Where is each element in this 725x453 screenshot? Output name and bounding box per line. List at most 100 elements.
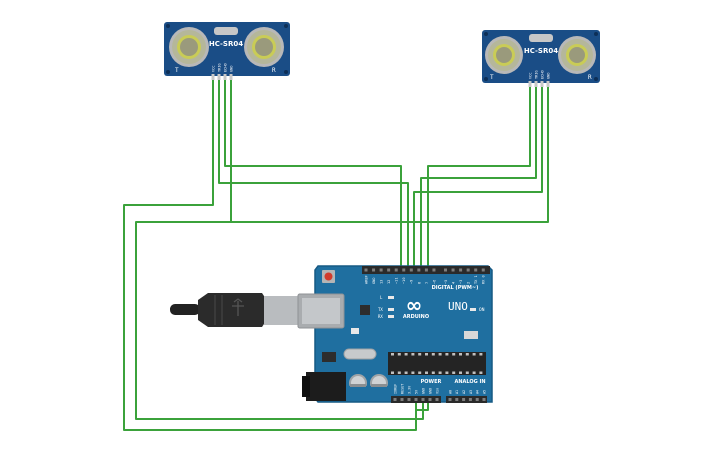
jumper-wire[interactable]: [135, 80, 424, 420]
arduino-uno-board[interactable]: L TX RX ON ∞ UNO ARDUINO DIGITAL (PWM~) …: [297, 265, 493, 403]
arduino-model-label: UNO: [448, 300, 468, 313]
power-pin[interactable]: [400, 398, 404, 401]
jumper-wire[interactable]: [416, 401, 429, 411]
chip-pin: [425, 353, 428, 356]
power-pin[interactable]: [407, 398, 411, 401]
analog-header: [446, 396, 487, 403]
power-pin[interactable]: [414, 398, 418, 401]
led-rx: [388, 315, 394, 318]
analog-header-label: ANALOG IN: [454, 379, 485, 385]
chip-pin: [465, 371, 469, 374]
sensor-left-pin[interactable]: [229, 74, 233, 80]
voltage-regulator: [322, 352, 336, 362]
power-pin[interactable]: [428, 398, 432, 401]
digital-pin-label: 7: [425, 282, 429, 284]
jumper-wire[interactable]: [224, 80, 402, 270]
chip-pin: [459, 353, 462, 356]
analog-pin[interactable]: [475, 398, 479, 401]
digital-pin-label: ~9: [410, 280, 414, 284]
digital-pin[interactable]: [402, 268, 406, 272]
digital-pin-label: ~3: [459, 280, 463, 284]
analog-pin-label: A1: [455, 390, 459, 394]
digital-pin-label: GND: [372, 278, 376, 285]
power-pin-label: Vin: [435, 388, 439, 394]
sensor-right-mount-hole: [594, 32, 598, 36]
digital-pin[interactable]: [432, 268, 436, 272]
jumper-wire[interactable]: [420, 87, 537, 270]
digital-pin[interactable]: [424, 268, 428, 272]
sensor-right-pin[interactable]: [540, 81, 544, 87]
analog-pin[interactable]: [462, 398, 466, 401]
sensor-left-pin[interactable]: [217, 74, 221, 80]
sensor-right-pin-label: ECHO: [541, 70, 545, 79]
sensor-left-mount-hole: [166, 70, 170, 74]
digital-pin[interactable]: [451, 268, 455, 272]
chip-pin: [438, 371, 442, 374]
sensor-right-model-label: HC-SR04: [524, 47, 558, 55]
power-pin-row: [393, 398, 439, 401]
analog-pin[interactable]: [448, 398, 452, 401]
led-on: [470, 308, 476, 311]
digital-pin[interactable]: [372, 268, 376, 272]
sensor-right-mount-hole: [484, 77, 488, 81]
digital-pin[interactable]: [387, 268, 391, 272]
analog-pin-label: A3: [469, 390, 473, 394]
digital-pin[interactable]: [481, 268, 485, 272]
digital-pin[interactable]: [474, 268, 478, 272]
digital-pin[interactable]: [417, 268, 421, 272]
chip-pin: [445, 353, 449, 356]
jumper-wire[interactable]: [218, 80, 409, 270]
analog-pin-label: A2: [462, 390, 466, 394]
power-pin[interactable]: [393, 398, 397, 401]
chip-pin: [418, 371, 422, 374]
jumper-wire[interactable]: [427, 87, 531, 270]
analog-pin-label: A0: [448, 390, 452, 394]
chip-pin: [418, 353, 422, 356]
power-pin[interactable]: [421, 398, 425, 401]
digital-pin-label: 13: [380, 280, 384, 284]
digital-pin[interactable]: [364, 268, 368, 272]
digital-pin[interactable]: [466, 268, 470, 272]
analog-pin[interactable]: [482, 398, 486, 401]
usb-symbol-icon: [232, 298, 244, 316]
analog-pin[interactable]: [468, 398, 472, 401]
sensor-right-pin[interactable]: [528, 81, 532, 87]
chip-pin: [438, 353, 442, 356]
power-pin-label: GND: [428, 388, 432, 394]
jumper-wire[interactable]: [231, 87, 549, 223]
digital-pin[interactable]: [394, 268, 398, 272]
sensor-right-r-mark: R: [588, 74, 592, 81]
chip-pin: [404, 371, 408, 374]
jumper-wire[interactable]: [123, 80, 417, 431]
sensor-right-crystal: [529, 34, 553, 42]
digital-pin-label: 8: [417, 282, 421, 284]
chip-pin: [452, 371, 456, 374]
analog-pin[interactable]: [455, 398, 459, 401]
chip-pin: [431, 371, 435, 374]
chip-pin: [411, 371, 415, 374]
arduino-infinity-logo: ∞: [406, 293, 423, 317]
chip-pin: [479, 371, 483, 374]
jumper-wire[interactable]: [413, 87, 543, 270]
digital-pin[interactable]: [444, 268, 447, 272]
sensor-left-pin[interactable]: [223, 74, 227, 80]
digital-pin[interactable]: [409, 268, 413, 272]
sensor-right-pin[interactable]: [546, 81, 550, 87]
chip-pin: [465, 353, 469, 356]
chip-pin: [391, 371, 394, 374]
led-tx: [388, 308, 394, 311]
sensor-left-pin[interactable]: [211, 74, 215, 80]
digital-pin[interactable]: [379, 268, 383, 272]
sensor-right-pin[interactable]: [534, 81, 538, 87]
reset-button[interactable]: [324, 272, 333, 281]
digital-pin[interactable]: [459, 268, 463, 272]
arduino-brand-label: ARDUINO: [403, 314, 429, 320]
chip-pin: [404, 353, 408, 356]
sensor-right-t-mark: T: [490, 74, 494, 81]
power-pin[interactable]: [435, 398, 439, 401]
